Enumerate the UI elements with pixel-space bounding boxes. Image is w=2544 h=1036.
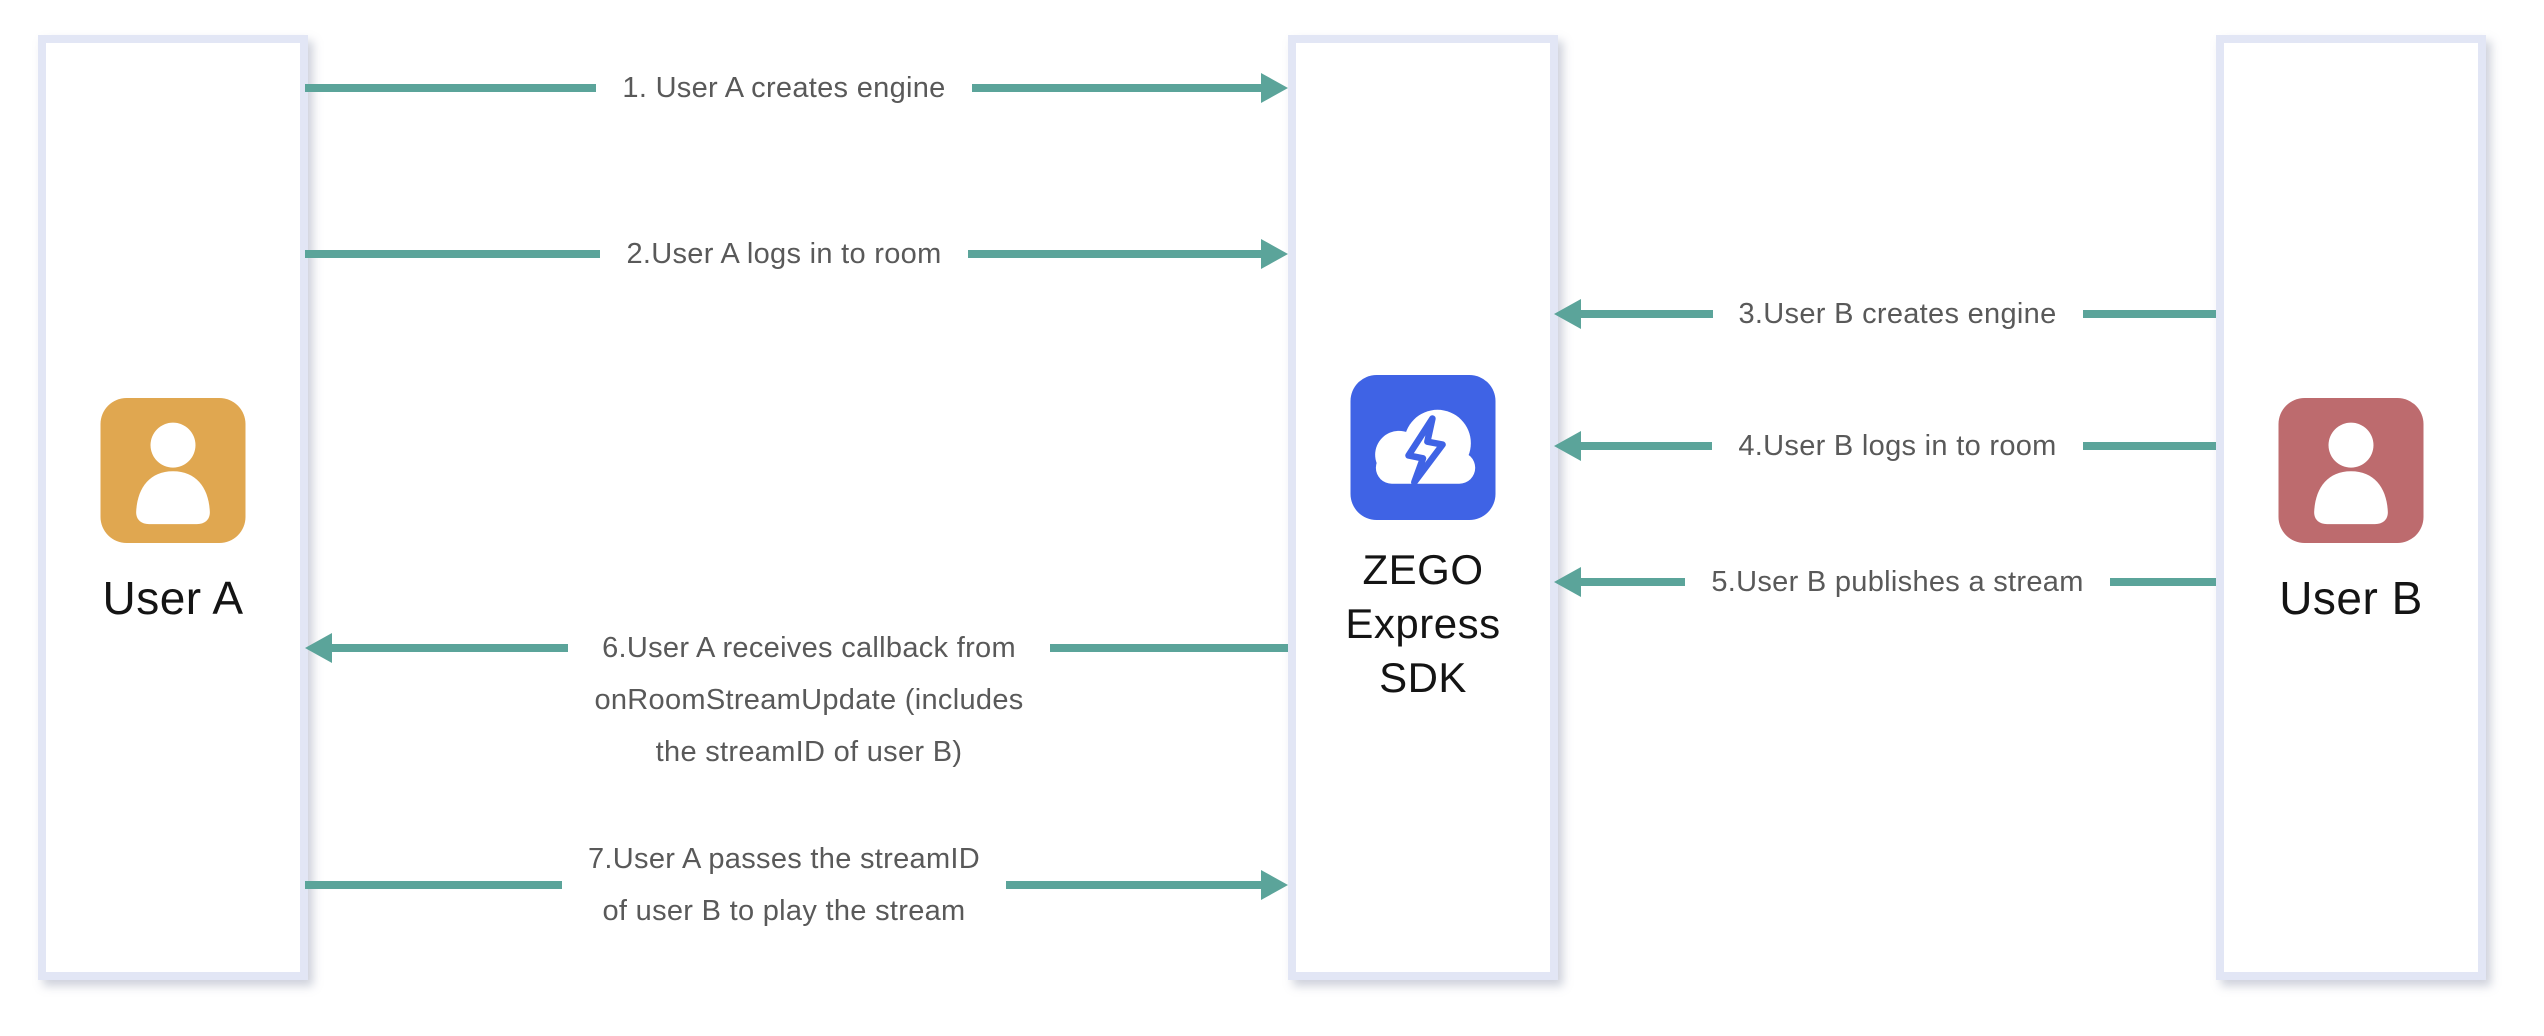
arrow-line [1579, 578, 1686, 586]
entity-label-user-b: User B [2279, 572, 2423, 624]
arrow-head-left-icon [1554, 299, 1581, 329]
entity-label-user-a: User A [102, 572, 244, 624]
message-label: 2.User A logs in to room [626, 238, 942, 270]
arrow-line [305, 84, 597, 92]
message-label: 5.User B publishes a stream [1711, 566, 2084, 598]
arrow-line [2082, 310, 2217, 318]
entity-label-line: SDK [1379, 654, 1467, 701]
message-arrow-3: 3.User B creates engine [1554, 284, 2217, 344]
entity-label-zego-sdk: ZEGO Express SDK [1296, 543, 1550, 705]
message-label-line: 6.User A receives callback from [602, 632, 1016, 664]
entity-label-line: Express [1345, 600, 1501, 647]
arrow-line [1006, 881, 1264, 889]
person-icon [100, 398, 246, 543]
arrow-line [967, 250, 1264, 258]
arrow-head-right-icon [1261, 870, 1289, 900]
message-label-line: onRoomStreamUpdate (includes [594, 684, 1024, 716]
message-label: 4.User B logs in to room [1738, 430, 2057, 462]
arrow-line [2109, 578, 2216, 586]
arrow-head-right-icon [1261, 239, 1289, 269]
message-label: 1. User A creates engine [622, 72, 946, 104]
arrow-head-left-icon [1554, 567, 1581, 597]
message-label-line: 7.User A passes the streamID [588, 843, 981, 875]
arrow-line [1579, 310, 1713, 318]
arrow-line [971, 84, 1264, 92]
message-arrow-4: 4.User B logs in to room [1554, 416, 2216, 476]
message-arrow-1: 1. User A creates engine [305, 58, 1289, 118]
entity-label-line: ZEGO [1362, 546, 1484, 593]
arrow-line [330, 644, 569, 652]
arrow-line [2082, 442, 2216, 450]
message-label: 6.User A receives callback from onRoomSt… [594, 622, 1023, 778]
entity-box-user-a: User A [38, 35, 308, 980]
message-label-line: the streamID of user B) [655, 736, 963, 768]
message-arrow-5: 5.User B publishes a stream [1554, 552, 2216, 612]
arrow-head-left-icon [305, 633, 332, 663]
entity-box-user-b: User B [2216, 35, 2486, 980]
entity-box-zego-sdk: ZEGO Express SDK [1288, 35, 1558, 980]
message-arrow-6: 6.User A receives callback from onRoomSt… [305, 622, 1288, 782]
message-arrow-7: 7.User A passes the streamID of user B t… [305, 833, 1289, 937]
person-icon [2278, 398, 2424, 543]
arrow-head-left-icon [1554, 431, 1581, 461]
arrow-head-right-icon [1261, 73, 1289, 103]
arrow-line [305, 250, 601, 258]
message-label: 7.User A passes the streamID of user B t… [588, 833, 980, 937]
arrow-line [305, 881, 562, 889]
message-label-line: of user B to play the stream [602, 895, 966, 927]
cloud-lightning-icon [1350, 375, 1496, 520]
message-arrow-2: 2.User A logs in to room [305, 224, 1289, 284]
arrow-line [1579, 442, 1713, 450]
message-label: 3.User B creates engine [1738, 298, 2057, 330]
arrow-line [1049, 644, 1288, 652]
